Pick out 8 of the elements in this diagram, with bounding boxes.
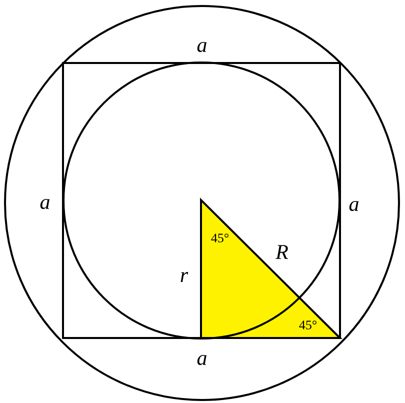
length-label: a xyxy=(197,354,206,366)
length-label: a xyxy=(197,42,206,52)
length-label: a xyxy=(40,198,50,210)
length-label: a xyxy=(349,200,358,212)
length-label: R xyxy=(275,245,288,259)
length-label: r xyxy=(180,272,188,282)
angle-label: 45° xyxy=(211,234,228,242)
angle-label: 45° xyxy=(299,320,316,330)
